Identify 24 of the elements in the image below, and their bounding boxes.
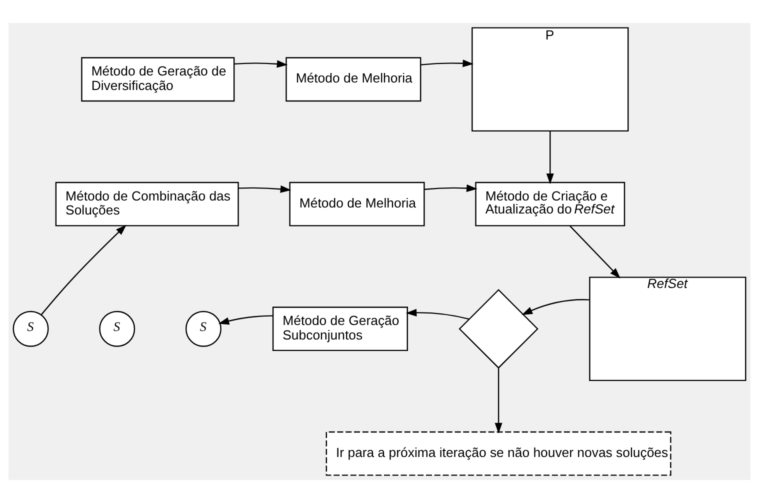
node-box: Método de Criação e Atualização do RefSet (475, 181, 626, 226)
node-box: Método de Geração de Diversificação (81, 56, 235, 102)
node-box: P (472, 26, 629, 132)
arrow (570, 225, 620, 278)
arrow (234, 60, 288, 68)
node-box: Método de Geração Subconjuntos (272, 306, 408, 351)
node-circle: S (185, 310, 222, 346)
arrow (424, 184, 478, 192)
node-diamond (458, 288, 538, 368)
node-box: Ir para a próxima iteração se não houver novas soluções (326, 430, 672, 476)
arrow (218, 314, 273, 324)
arrow (420, 59, 474, 67)
arrow (522, 298, 590, 314)
arrow (238, 184, 292, 192)
arrow (406, 308, 470, 320)
arrow (546, 130, 554, 184)
arrow (41, 224, 126, 314)
node-box: Método de Combinação das Soluções (55, 181, 239, 226)
node-box: RefSet (589, 276, 746, 381)
node-circle: S (99, 310, 136, 346)
arrow (494, 368, 502, 434)
node-box: Método de Melhoria (289, 181, 425, 226)
node-circle: S (12, 310, 49, 346)
node-box: Método de Melhoria (286, 56, 422, 102)
